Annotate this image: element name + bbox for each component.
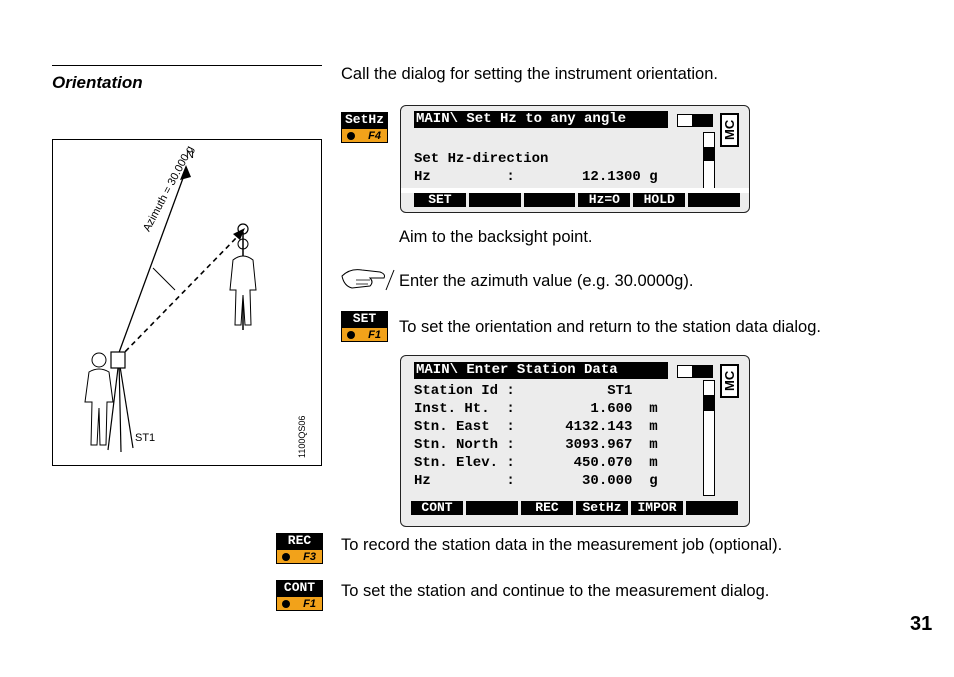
fkey-cont[interactable]: CONT bbox=[411, 501, 463, 515]
fkey-f2[interactable] bbox=[466, 501, 518, 515]
fkey-f6[interactable] bbox=[686, 501, 738, 515]
station-id-row: Station Id : ST1 bbox=[414, 383, 633, 399]
fkey-impor[interactable]: IMPOR bbox=[631, 501, 683, 515]
stn-north-row: Stn. North : 3093.967 m bbox=[414, 437, 658, 453]
key-label: SetHz bbox=[341, 112, 388, 128]
fkey-hold[interactable]: HOLD bbox=[633, 193, 686, 207]
section-heading: Orientation bbox=[52, 73, 143, 92]
stn-east-row: Stn. East : 4132.143 m bbox=[414, 419, 658, 435]
fn-label: F1 bbox=[368, 329, 381, 341]
screen-line bbox=[414, 132, 704, 150]
fn-label: F1 bbox=[303, 598, 316, 610]
mode-indicator: MC bbox=[720, 364, 739, 398]
fkey-set[interactable]: SET bbox=[414, 193, 466, 207]
mode-indicator: MC bbox=[720, 113, 739, 147]
scrollbar[interactable] bbox=[703, 380, 715, 496]
fkey-f6[interactable] bbox=[688, 193, 740, 207]
fkey-hz0[interactable]: Hz=O bbox=[578, 193, 631, 207]
set-key-badge: SET F1 bbox=[341, 311, 388, 342]
bullet-icon bbox=[282, 600, 290, 608]
fkey-f3[interactable] bbox=[523, 193, 576, 207]
step-cont: To set the station and continue to the m… bbox=[341, 582, 770, 600]
hz-row: Hz : 30.000 g bbox=[414, 473, 658, 489]
stn-elev-row: Stn. Elev. : 450.070 m bbox=[414, 455, 658, 471]
battery-icon bbox=[677, 114, 713, 127]
intro-text: Call the dialog for setting the instrume… bbox=[341, 65, 718, 83]
scrollbar[interactable] bbox=[703, 132, 715, 192]
section-rule bbox=[52, 65, 322, 66]
fkey-sethz[interactable]: SetHz bbox=[576, 501, 628, 515]
cont-key-badge: CONT F1 bbox=[276, 580, 323, 611]
bullet-icon bbox=[282, 553, 290, 561]
page-number: 31 bbox=[910, 613, 933, 635]
sethz-key-badge: SetHz F4 bbox=[341, 112, 388, 143]
figure-id: 1100QS06 bbox=[297, 415, 307, 458]
function-key-row: SET Hz=O HOLD bbox=[414, 193, 740, 207]
station-label: ST1 bbox=[135, 432, 156, 444]
station-data-screen: MAIN\ Enter Station Data MC Station Id :… bbox=[400, 355, 750, 527]
orientation-figure: N Azimuth = 30.000 g ST1 1100QS06 bbox=[52, 139, 322, 466]
screen-title: MAIN\ Set Hz to any angle bbox=[414, 111, 668, 128]
step-aim: Aim to the backsight point. bbox=[399, 228, 593, 246]
set-hz-screen: MAIN\ Set Hz to any angle MC Set Hz-dire… bbox=[400, 105, 750, 213]
function-key-row: CONT REC SetHz IMPOR bbox=[411, 501, 739, 515]
step-set: To set the orientation and return to the… bbox=[399, 318, 821, 336]
fkey-f2[interactable] bbox=[468, 193, 521, 207]
screen-line: Hz : 12.1300 g bbox=[414, 169, 658, 185]
bullet-icon bbox=[347, 132, 355, 140]
key-label: REC bbox=[276, 533, 323, 549]
step-rec: To record the station data in the measur… bbox=[341, 536, 783, 554]
hand-keyboard-icon bbox=[340, 264, 396, 294]
screen-line: Set Hz-direction bbox=[414, 151, 549, 167]
bullet-icon bbox=[347, 331, 355, 339]
rec-key-badge: REC F3 bbox=[276, 533, 323, 564]
step-enter: Enter the azimuth value (e.g. 30.0000g). bbox=[399, 272, 694, 290]
fkey-rec[interactable]: REC bbox=[521, 501, 573, 515]
fn-label: F3 bbox=[303, 551, 316, 563]
battery-icon bbox=[677, 365, 713, 378]
key-label: SET bbox=[341, 311, 388, 327]
north-label: N bbox=[186, 149, 194, 161]
screen-title: MAIN\ Enter Station Data bbox=[414, 362, 668, 379]
inst-ht-row: Inst. Ht. : 1.600 m bbox=[414, 401, 658, 417]
fn-label: F4 bbox=[368, 130, 381, 142]
key-label: CONT bbox=[276, 580, 323, 596]
